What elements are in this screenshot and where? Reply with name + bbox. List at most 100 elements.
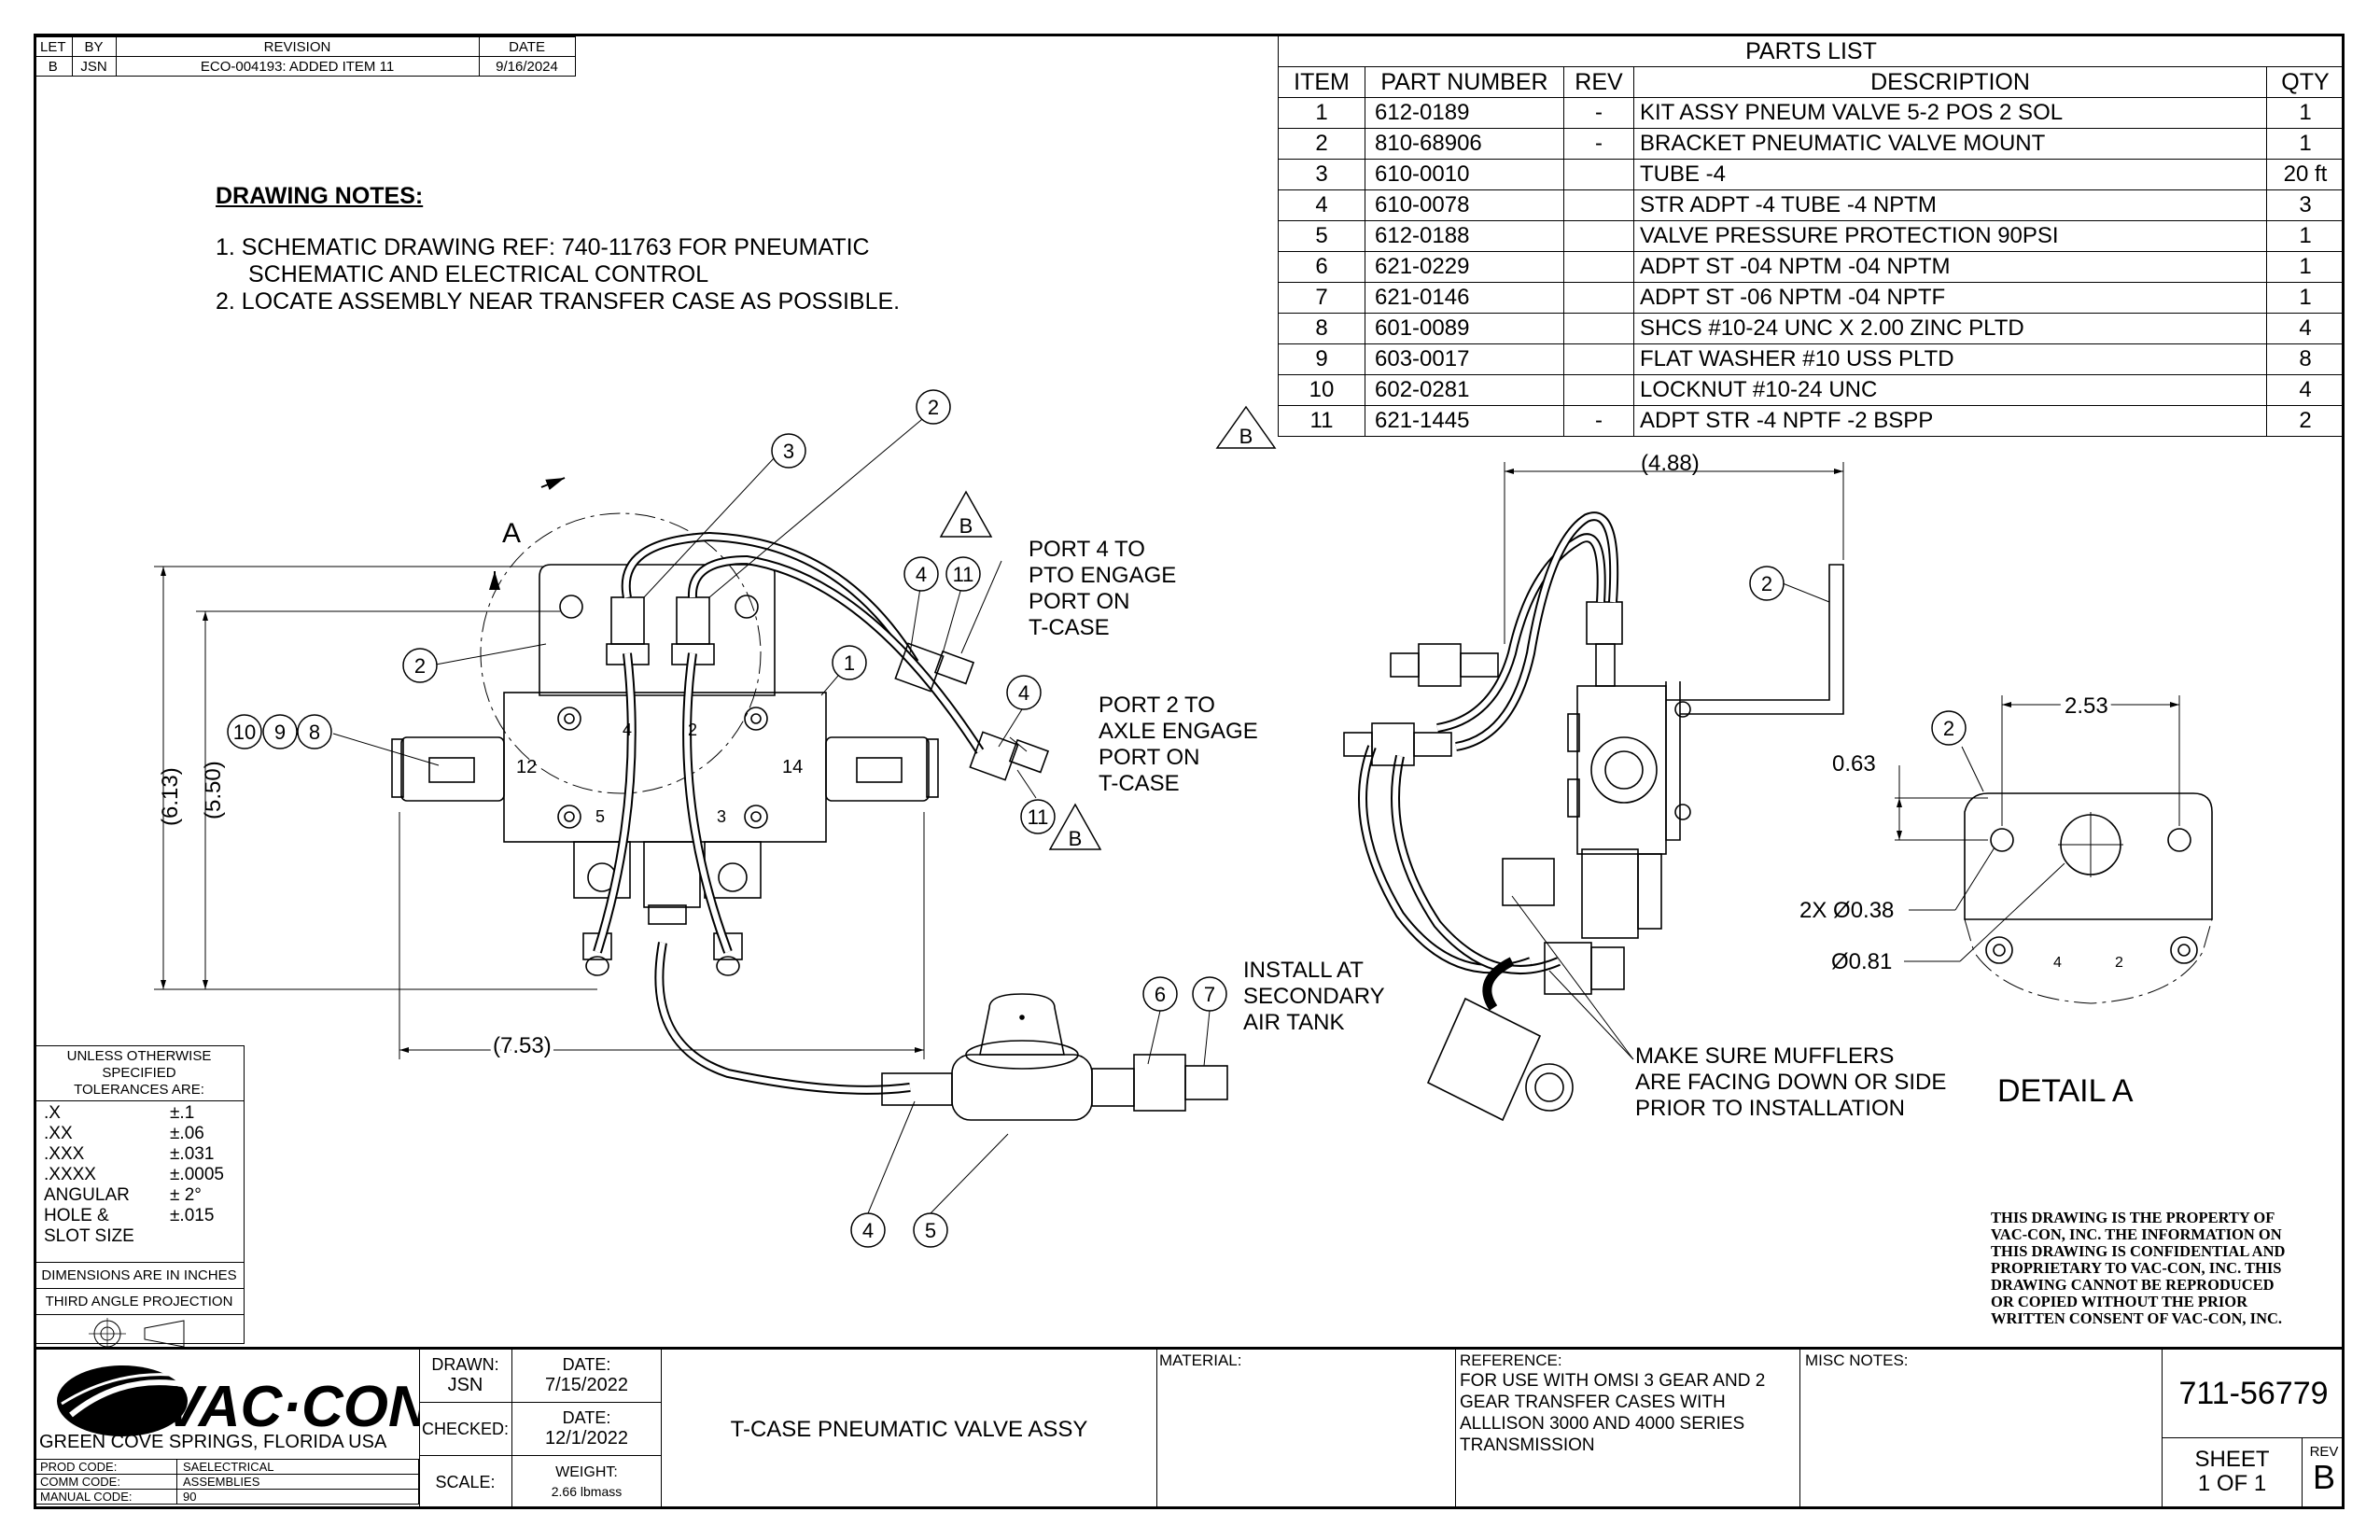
- units-note: DIMENSIONS ARE IN INCHES: [35, 1263, 244, 1289]
- rev-cell: ECO-004193: ADDED ITEM 11: [115, 56, 480, 77]
- parts-cell: -: [1563, 405, 1634, 437]
- dim-hole-small: 2X Ø0.38: [1799, 898, 1894, 923]
- balloon-b2: [402, 648, 438, 683]
- balloon-b8: [297, 714, 332, 749]
- balloon-label: 2: [928, 396, 939, 419]
- parts-cell: STR ADPT -4 TUBE -4 NPTM: [1633, 189, 2267, 221]
- approval-cell: DRAWN:JSN DATE:7/15/2022 CHECKED: DATE:1…: [419, 1350, 662, 1509]
- dim-detail-height: 0.63: [1832, 751, 1876, 777]
- sheet-label: SHEET: [2194, 1447, 2270, 1472]
- parts-cell: 1: [2266, 282, 2345, 314]
- sheet-number: 1 OF 1: [2197, 1471, 2267, 1496]
- balloon-label: 11: [953, 563, 974, 586]
- balloon-label: 1: [844, 651, 855, 675]
- port-mark-4: 4: [623, 721, 632, 739]
- port-mark-12: 12: [516, 757, 537, 777]
- balloon-label: 2: [1943, 717, 1954, 740]
- company-cell: VAC·CON GREEN COVE SPRINGS, FLORIDA USA …: [34, 1350, 431, 1509]
- dim-hole-large: Ø0.81: [1831, 949, 1892, 974]
- parts-cell: 610-0010: [1365, 159, 1564, 190]
- detail-a-label: DETAIL A: [1997, 1073, 2134, 1109]
- parts-list: PARTS LIST ITEM PART NUMBER REV DESCRIPT…: [1278, 35, 2345, 437]
- revision-block: LET BY REVISION DATE B JSN ECO-004193: A…: [34, 36, 576, 77]
- misc-notes-label: MISC NOTES:: [1805, 1351, 1909, 1369]
- title-block: VAC·CON GREEN COVE SPRINGS, FLORIDA USA …: [34, 1347, 2345, 1509]
- balloon-b9: [262, 714, 298, 749]
- drawing-note-1: 1. SCHEMATIC DRAWING REF: 740-11763 FOR …: [216, 234, 870, 260]
- port-mark-3: 3: [717, 807, 726, 826]
- drawing-notes-title: DRAWING NOTES:: [216, 183, 424, 209]
- parts-cell: 621-0146: [1365, 282, 1564, 314]
- parts-cell: [1563, 282, 1634, 314]
- detail-mark-4: 4: [2053, 955, 2062, 971]
- parts-cell: [1563, 343, 1634, 375]
- reference-cell: REFERENCE: FOR USE WITH OMSI 3 GEAR AND …: [1455, 1350, 1800, 1509]
- balloon-label: 10: [233, 721, 256, 744]
- drawing-title: T-CASE PNEUMATIC VALVE ASSY: [662, 1350, 1157, 1509]
- parts-header: PART NUMBER: [1365, 66, 1564, 98]
- svg-text:B: B: [1239, 425, 1253, 448]
- parts-cell: 8: [1278, 313, 1365, 344]
- front-view: [154, 414, 1228, 1214]
- parts-cell: 1: [2266, 97, 2345, 129]
- parts-cell: ADPT ST -04 NPTM -04 NPTM: [1633, 251, 2267, 283]
- tolerance-subtitle: TOLERANCES ARE:: [74, 1082, 204, 1098]
- port-mark-5: 5: [595, 807, 605, 826]
- parts-cell: ADPT ST -06 NPTM -04 NPTF: [1633, 282, 2267, 314]
- parts-cell: 20 ft: [2266, 159, 2345, 190]
- balloon-b4: [850, 1212, 886, 1248]
- vaccon-logo-icon: VAC·CON: [57, 1365, 431, 1439]
- balloon-b6: [1142, 976, 1178, 1012]
- balloon-label: 9: [274, 721, 286, 744]
- dim-height-overall: (6.13): [158, 767, 183, 826]
- balloon-label: 4: [916, 563, 927, 586]
- rev-tri-port4: B: [959, 514, 973, 538]
- parts-cell: 1: [1278, 97, 1365, 129]
- parts-cell: 603-0017: [1365, 343, 1564, 375]
- number-cell: 711-56779 SHEET 1 OF 1 REV B: [2162, 1350, 2345, 1509]
- balloon-b11: [1020, 799, 1056, 834]
- side-view: [1343, 462, 1844, 1122]
- detail-mark-2: 2: [2115, 955, 2123, 971]
- port-mark-2: 2: [688, 721, 697, 739]
- balloon-b1: [832, 645, 867, 680]
- parts-header: QTY: [2266, 66, 2345, 98]
- balloon-b2: [1931, 710, 1967, 746]
- balloon-b3: [771, 433, 806, 469]
- rev-tri-port2: B: [1069, 827, 1083, 850]
- parts-cell: 5: [1278, 220, 1365, 252]
- rev-header-by: BY: [71, 36, 117, 57]
- dim-height-inner: (5.50): [201, 761, 226, 819]
- balloon-label: 4: [1018, 681, 1029, 705]
- parts-cell: 2: [2266, 405, 2345, 437]
- parts-rev-flag: B: [1215, 405, 1277, 449]
- balloon-label: 8: [309, 721, 320, 744]
- parts-cell: ADPT STR -4 NPTF -2 BSPP: [1633, 405, 2267, 437]
- parts-cell: 3: [2266, 189, 2345, 221]
- balloon-label: 6: [1155, 983, 1166, 1006]
- port-mark-14: 14: [782, 757, 803, 777]
- rev-cell: JSN: [71, 56, 117, 77]
- material-label: MATERIAL:: [1159, 1351, 1242, 1369]
- parts-cell: 4: [1278, 189, 1365, 221]
- dim-side-width: (4.88): [1641, 451, 1700, 476]
- balloon-label: 4: [862, 1219, 874, 1242]
- parts-cell: 601-0089: [1365, 313, 1564, 344]
- parts-header: ITEM: [1278, 66, 1365, 98]
- tolerance-row: .XX±.06: [44, 1124, 204, 1143]
- balloon-b10: [227, 714, 262, 749]
- detail-a: [1895, 695, 2213, 1004]
- balloon-b5: [913, 1212, 948, 1248]
- balloon-label: 7: [1204, 983, 1215, 1006]
- svg-text:VAC·CON: VAC·CON: [164, 1375, 419, 1439]
- tolerance-row: SLOT SIZE: [44, 1226, 134, 1246]
- balloon-label: 3: [783, 440, 794, 463]
